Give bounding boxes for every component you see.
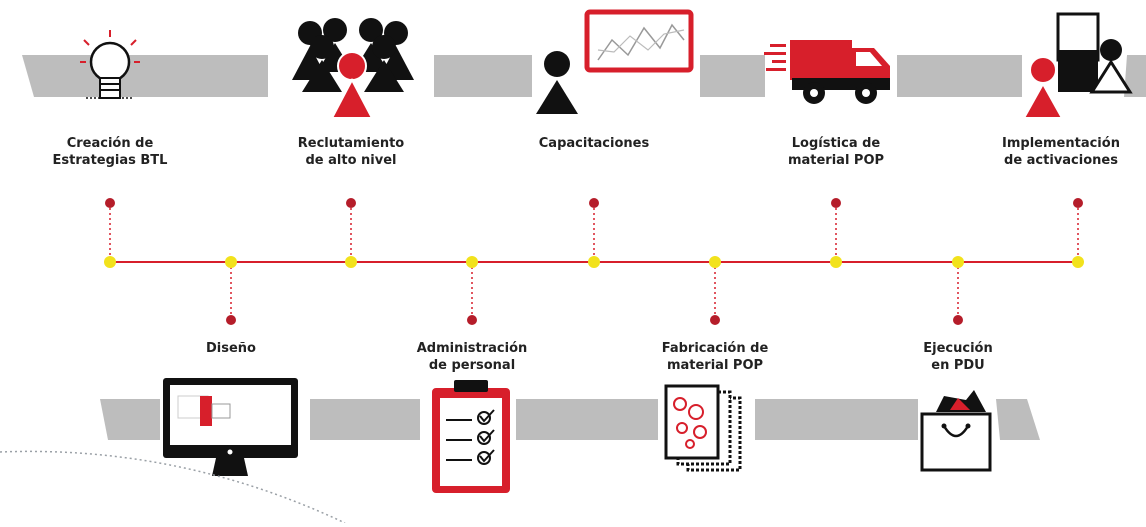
presenter-chart-icon (536, 9, 694, 114)
step-label-administracion: Administración de personal (416, 341, 528, 373)
top-connectors (109, 203, 1079, 262)
step-label-creacion-estrategias: Creación de Estrategias BTL (52, 136, 168, 168)
top-markers (105, 198, 1083, 208)
step-label-diseno: Diseño (206, 341, 256, 356)
step-label-reclutamiento: Reclutamiento de alto nivel (297, 136, 405, 168)
top-band (22, 55, 1146, 97)
people-group-icon (292, 18, 414, 119)
bottom-markers (226, 315, 963, 325)
step-label-ejecucion: Ejecución en PDU (923, 341, 993, 373)
decorative-dotted-arc (0, 450, 346, 524)
step-label-capacitaciones: Capacitaciones (538, 136, 650, 151)
step-label-logistica: Logística de material POP (787, 136, 885, 168)
bottom-connectors (230, 262, 959, 320)
monitor-icon (163, 378, 298, 476)
clipboard-checklist-icon (432, 380, 510, 493)
step-label-implementacion: Implementación de activaciones (1002, 136, 1120, 168)
timeline-nodes (104, 256, 1084, 268)
activation-people-icon (1022, 12, 1133, 119)
bottom-band (100, 399, 1040, 440)
lightbulb-icon (80, 30, 140, 99)
step-label-fabricacion: Fabricación de material POP (661, 341, 769, 373)
delivery-truck-icon (764, 40, 890, 104)
printed-material-icon (664, 384, 742, 472)
shopping-bag-icon (920, 390, 992, 472)
